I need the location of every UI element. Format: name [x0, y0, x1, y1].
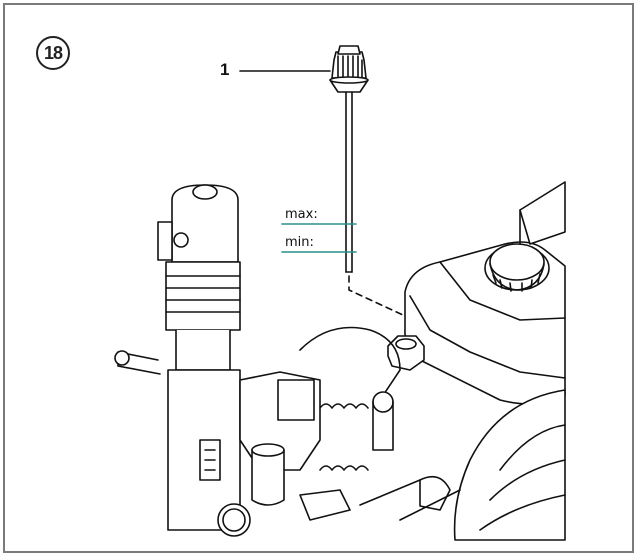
pump-mechanism: [217, 326, 461, 537]
dipstick-cap: [329, 45, 369, 93]
dipstick-rod: [345, 91, 353, 273]
dipstick-min-label: min:: [285, 235, 314, 250]
dipstick-max-label: max:: [285, 207, 318, 222]
figure-number-badge: 18: [36, 36, 70, 70]
pump-cylinder: [114, 184, 241, 531]
dipstick-level-marks: [281, 223, 357, 253]
insertion-dashed-line: [348, 275, 419, 323]
callout-label-1: 1: [220, 60, 230, 79]
figure-number: 18: [43, 42, 63, 63]
engine-body: [387, 181, 566, 541]
